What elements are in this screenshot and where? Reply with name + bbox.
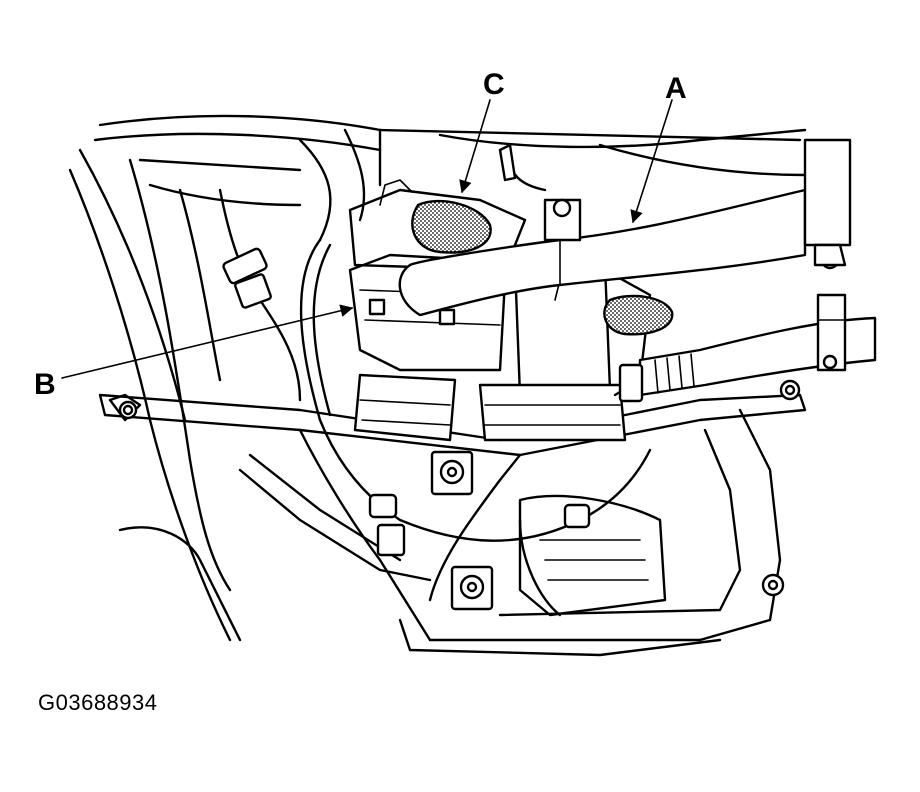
stippled-caps: [411, 199, 674, 336]
leader-line-c: [459, 99, 491, 194]
left-wire-connector: [218, 188, 302, 402]
lower-component: [398, 494, 722, 657]
wire-loop: [299, 238, 652, 617]
right-bellows-hose: [618, 316, 877, 403]
hose-a: [398, 188, 807, 317]
vacuum-fitting: [498, 143, 582, 242]
left-body-panel: [68, 148, 302, 642]
leader-line-a: [630, 99, 673, 224]
leader-lines: [61, 99, 673, 379]
callout-label-b: B: [34, 368, 56, 401]
callout-label-c: C: [483, 68, 505, 101]
figure-id-code: G03688934: [38, 690, 158, 715]
bracket-bolts: [122, 250, 840, 611]
upper-harness-lines: [93, 114, 807, 242]
callout-label-a: A: [665, 72, 687, 105]
right-side-brackets: [803, 138, 852, 372]
solenoid-block: [478, 263, 652, 442]
leader-line-b: [61, 304, 354, 379]
